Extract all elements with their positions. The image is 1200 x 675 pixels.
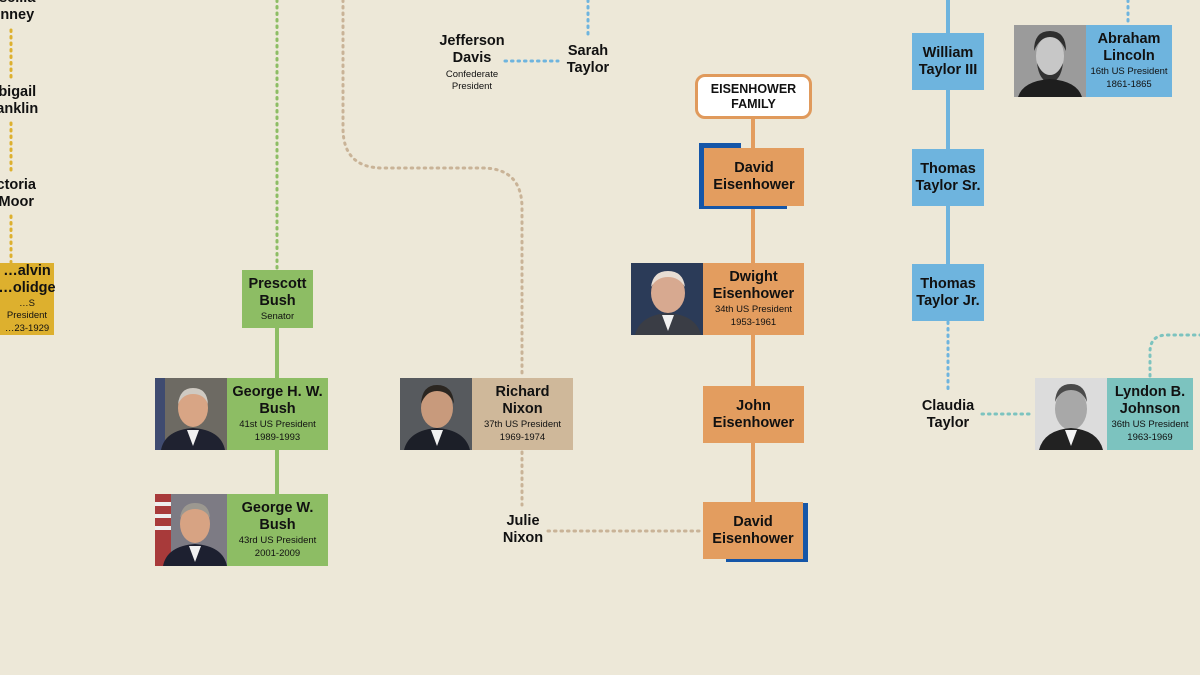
sarah-taylor-label[interactable]: Sarah Taylor xyxy=(558,43,618,77)
eisenhower-family-label: EISENHOWER FAMILY xyxy=(695,74,812,119)
claudia-taylor-label[interactable]: Claudia Taylor xyxy=(914,398,982,432)
lincoln-years: 1861-1865 xyxy=(1106,79,1152,90)
portrait-icon xyxy=(400,378,472,450)
abigail-label: …bigail …anklin xyxy=(0,84,40,118)
george-hw-bush-photo xyxy=(155,378,227,450)
gw-years: 2001-2009 xyxy=(254,548,301,559)
david-eisenhower-grandson-card[interactable]: David Eisenhower xyxy=(703,502,803,559)
lincoln-title: 16th US President xyxy=(1090,66,1168,77)
prescott-title: Senator xyxy=(260,310,295,322)
portrait-icon xyxy=(1035,378,1107,450)
prescott-name: Prescott Bush xyxy=(248,275,307,309)
victoria-label: …ctoria …Moor xyxy=(0,177,40,211)
johnson-title: 36th US President xyxy=(1111,419,1189,430)
david-bracket-left xyxy=(699,143,706,209)
richard-nixon-photo xyxy=(400,378,472,450)
william-name: William Taylor III xyxy=(918,44,978,78)
abraham-lincoln-photo xyxy=(1014,25,1086,97)
priscilla-label: …scilla …nney xyxy=(0,0,40,24)
portrait-icon xyxy=(155,494,227,566)
portrait-icon xyxy=(631,263,703,335)
calvin-name: …alvin …olidge xyxy=(0,263,56,296)
nixon-ancestry-line xyxy=(341,0,524,378)
sarah-name: Sarah Taylor xyxy=(566,43,610,76)
william-taylor-card[interactable]: William Taylor III xyxy=(912,33,984,90)
calvin-coolidge-card[interactable]: …alvin …olidge …S President …23-1929 xyxy=(0,263,56,335)
claudia-name: Claudia Taylor xyxy=(921,398,975,431)
john-eisenhower-card[interactable]: John Eisenhower xyxy=(703,386,804,443)
george-hw-bush-card[interactable]: George H. W. Bush 41st US President 1989… xyxy=(227,378,328,450)
thomas-sr-name: Thomas Taylor Sr. xyxy=(915,160,981,194)
prescott-bush-card[interactable]: Prescott Bush Senator xyxy=(242,270,313,328)
calvin-title: …S President xyxy=(6,298,48,321)
jefferson-title: Confederate President xyxy=(445,69,499,92)
david-bracket-top xyxy=(699,143,741,150)
richard-years: 1969-1974 xyxy=(499,432,546,443)
abraham-lincoln-card[interactable]: Abraham Lincoln 16th US President 1861-1… xyxy=(1086,25,1172,97)
lyndon-johnson-card[interactable]: Lyndon B. Johnson 36th US President 1963… xyxy=(1107,378,1193,450)
julie-name: Julie Nixon xyxy=(502,513,544,546)
gw-name: George W. Bush xyxy=(241,500,314,533)
dwight-name: Dwight Eisenhower xyxy=(712,269,795,302)
richard-title: 37th US President xyxy=(483,419,562,430)
portrait-icon xyxy=(155,378,227,450)
george-w-bush-photo xyxy=(155,494,227,566)
george-w-bush-card[interactable]: George W. Bush 43rd US President 2001-20… xyxy=(227,494,328,566)
david1-name: David Eisenhower xyxy=(713,160,795,193)
dwight-eisenhower-photo xyxy=(631,263,703,335)
dwight-eisenhower-card[interactable]: Dwight Eisenhower 34th US President 1953… xyxy=(703,263,804,335)
dwight-years: 1953-1961 xyxy=(730,317,777,328)
thomas-jr-name: Thomas Taylor Jr. xyxy=(916,275,980,309)
lincoln-name: Abraham Lincoln xyxy=(1097,31,1161,64)
richard-name: Richard Nixon xyxy=(495,384,550,417)
thomas-taylor-jr-card[interactable]: Thomas Taylor Jr. xyxy=(912,264,984,321)
victoria-name: …ctoria …Moor xyxy=(0,177,36,210)
david2-name: David Eisenhower xyxy=(712,513,794,547)
portrait-icon xyxy=(1014,25,1086,97)
david-eisenhower-ancestor-card[interactable]: David Eisenhower xyxy=(704,148,804,206)
jefferson-name: Jefferson Davis xyxy=(439,33,505,66)
abigail-name: …bigail …anklin xyxy=(0,84,39,117)
thomas-taylor-sr-card[interactable]: Thomas Taylor Sr. xyxy=(912,149,984,206)
johnson-ancestry-line xyxy=(1148,333,1200,378)
ghw-name: George H. W. Bush xyxy=(232,384,323,417)
jefferson-davis-label[interactable]: Jefferson Davis Confederate President xyxy=(432,33,512,93)
dwight-title: 34th US President xyxy=(714,304,793,315)
ghw-years: 1989-1993 xyxy=(254,432,301,443)
david2-bracket-right xyxy=(801,503,808,562)
john-name: John Eisenhower xyxy=(712,397,795,431)
ghw-title: 41st US President xyxy=(239,419,316,430)
calvin-years: …23-1929 xyxy=(4,323,50,334)
johnson-name: Lyndon B. Johnson xyxy=(1114,384,1186,417)
lyndon-johnson-photo xyxy=(1035,378,1107,450)
richard-nixon-card[interactable]: Richard Nixon 37th US President 1969-197… xyxy=(472,378,573,450)
priscilla-name: …scilla …nney xyxy=(0,0,35,23)
johnson-years: 1963-1969 xyxy=(1127,432,1173,443)
gw-title: 43rd US President xyxy=(238,535,317,546)
julie-nixon-label[interactable]: Julie Nixon xyxy=(495,513,551,547)
